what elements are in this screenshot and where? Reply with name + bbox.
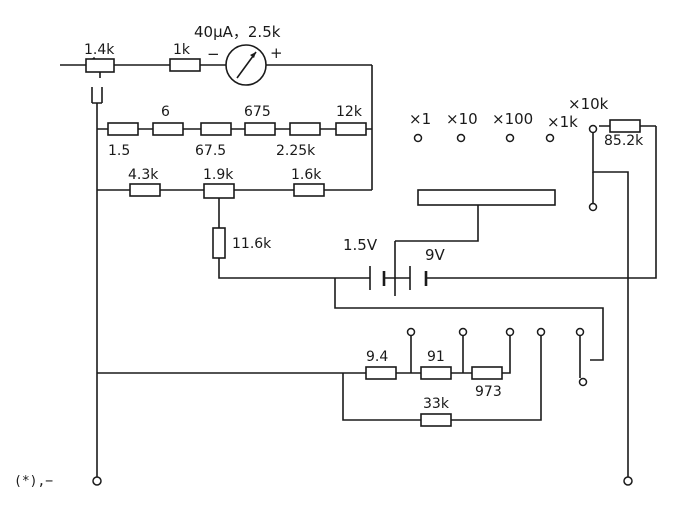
label-1-9k: 1.9k bbox=[203, 167, 234, 183]
terminal-x1 bbox=[413, 133, 423, 143]
label-12k: 12k bbox=[336, 104, 363, 120]
resistor-1-4k bbox=[85, 58, 115, 73]
terminal-low-4 bbox=[536, 327, 546, 337]
label-battery-1-5v: 1.5V bbox=[343, 236, 378, 254]
label-675: 675 bbox=[244, 104, 271, 120]
terminal-low-1 bbox=[406, 327, 416, 337]
label-range-x10: ×10 bbox=[446, 110, 478, 128]
resistor-bodies bbox=[85, 58, 641, 427]
terminal-x1k bbox=[545, 133, 555, 143]
label-1-5: 1.5 bbox=[108, 143, 130, 159]
label-6: 6 bbox=[161, 104, 170, 120]
galvanometer bbox=[225, 44, 267, 86]
meter-minus-sign: − bbox=[207, 45, 220, 63]
label-range-x1k: ×1k bbox=[547, 113, 578, 131]
label-91: 91 bbox=[427, 349, 445, 365]
meter-label: 40μA，2.5k bbox=[194, 23, 281, 41]
terminal-low-2 bbox=[458, 327, 468, 337]
terminal-low-3 bbox=[505, 327, 515, 337]
meter-plus-sign: + bbox=[270, 44, 283, 62]
resistor-2-25k bbox=[289, 122, 321, 136]
resistor-675 bbox=[244, 122, 276, 136]
resistor-1k bbox=[169, 58, 201, 72]
resistor-6 bbox=[152, 122, 184, 136]
batteries bbox=[369, 260, 428, 296]
terminal-positive-input[interactable] bbox=[623, 476, 633, 486]
terminal-low-5 bbox=[575, 327, 585, 337]
terminal-low-6 bbox=[578, 377, 588, 387]
label-67-5: 67.5 bbox=[195, 143, 226, 159]
resistor-11-6k bbox=[212, 227, 226, 259]
label-1k: 1k bbox=[173, 42, 191, 58]
resistor-85-2k bbox=[609, 119, 641, 133]
resistor-1-9k bbox=[203, 183, 235, 199]
resistor-67-5 bbox=[200, 122, 232, 136]
resistor-4-3k bbox=[129, 183, 161, 197]
terminal-x100 bbox=[505, 133, 515, 143]
label-range-x10k: ×10k bbox=[568, 95, 609, 113]
label-4-3k: 4.3k bbox=[128, 167, 159, 183]
resistor-33k bbox=[420, 413, 452, 427]
terminal-x10k bbox=[588, 124, 598, 134]
label-1-6k: 1.6k bbox=[291, 167, 322, 183]
resistor-1-5 bbox=[107, 122, 139, 136]
resistor-1-6k bbox=[293, 183, 325, 197]
resistor-9-4 bbox=[365, 366, 397, 380]
circuit-wires bbox=[60, 56, 657, 478]
terminal-switch-common bbox=[588, 202, 598, 212]
terminal-x10 bbox=[456, 133, 466, 143]
resistor-973 bbox=[471, 366, 503, 380]
label-range-x1: ×1 bbox=[409, 110, 431, 128]
label-common-terminal: (*),− bbox=[14, 474, 53, 489]
label-2-25k: 2.25k bbox=[276, 143, 316, 159]
label-9-4: 9.4 bbox=[366, 349, 388, 365]
resistor-91 bbox=[420, 366, 452, 380]
range-switch-bar bbox=[417, 189, 556, 206]
label-33k: 33k bbox=[423, 396, 450, 412]
label-85-2k: 85.2k bbox=[604, 133, 644, 149]
label-1-4k: 1.4k bbox=[84, 42, 115, 58]
switch-terminals bbox=[92, 124, 633, 486]
label-11-6k: 11.6k bbox=[232, 236, 272, 252]
resistor-12k bbox=[335, 122, 367, 136]
terminal-common-input[interactable] bbox=[92, 476, 102, 486]
component-labels: 40μA，2.5k − + 1.4k 1k 1.5 6 67.5 675 2.2… bbox=[14, 23, 644, 489]
label-battery-9v: 9V bbox=[425, 246, 446, 264]
label-range-x100: ×100 bbox=[492, 110, 533, 128]
label-973: 973 bbox=[475, 384, 502, 400]
